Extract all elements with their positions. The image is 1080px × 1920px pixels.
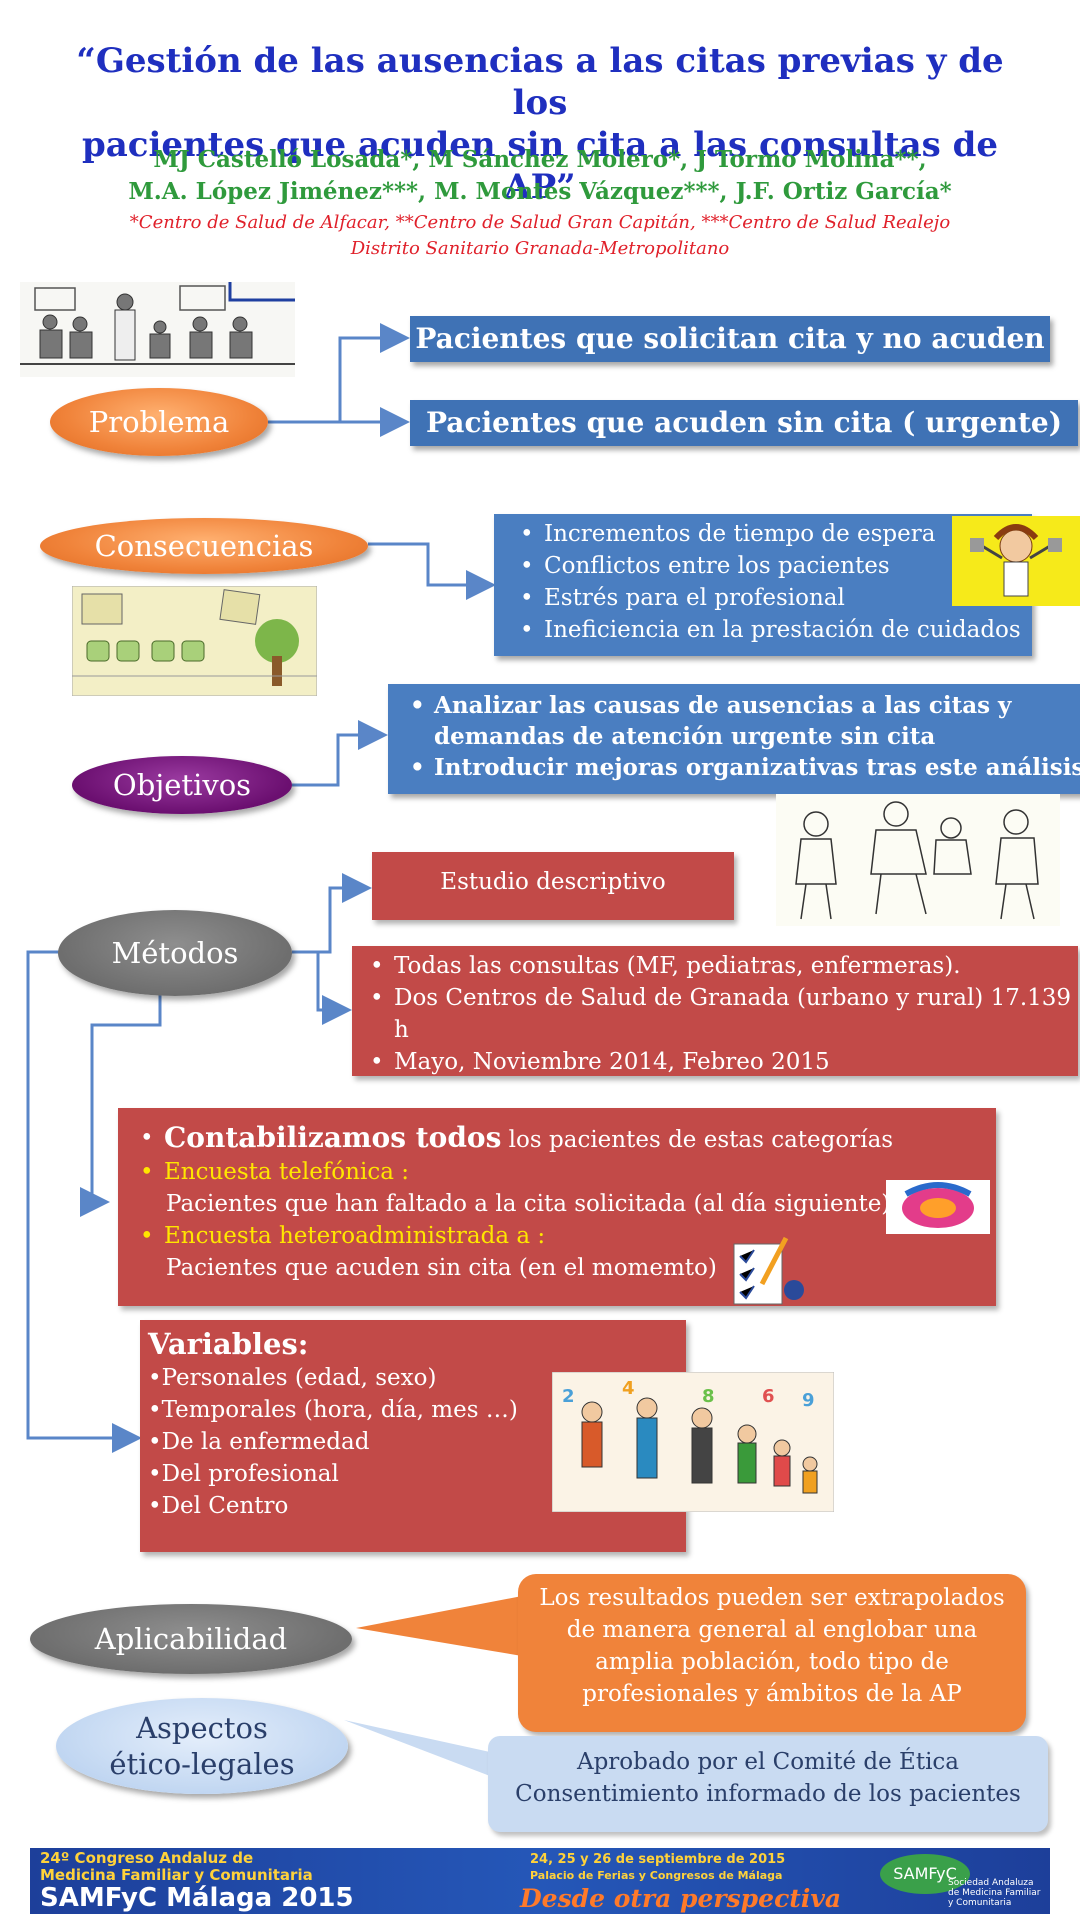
estudio-box: Estudio descriptivo xyxy=(372,852,734,920)
contabilizamos-box: Contabilizamos todos los pacientes de es… xyxy=(118,1108,996,1306)
svg-text:6: 6 xyxy=(762,1386,775,1407)
aplicabilidad-line: Los resultados pueden ser extrapolados xyxy=(539,1585,1005,1611)
aplicabilidad-box: Los resultados pueden ser extrapolados d… xyxy=(518,1574,1026,1732)
svg-text:2: 2 xyxy=(562,1386,575,1407)
aspectos-line: Aprobado por el Comité de Ética xyxy=(576,1749,960,1775)
objetivos-arrow xyxy=(292,720,388,787)
consecuencias-arrow xyxy=(368,542,496,600)
survey-icon xyxy=(733,1236,804,1305)
contabilizamos-bold: Contabilizamos todos xyxy=(164,1121,502,1154)
encuesta-heteroadministrada: Encuesta heteroadministrada a : xyxy=(140,1220,996,1252)
contabilizamos-rest: los pacientes de estas categorías xyxy=(501,1127,894,1153)
encuesta-telefonica-text: Pacientes que han faltado a la cita soli… xyxy=(166,1191,891,1217)
aplicabilidad-oval: Aplicabilidad xyxy=(30,1604,352,1674)
aplicabilidad-label: Aplicabilidad xyxy=(94,1622,288,1656)
variables-item: •Del profesional xyxy=(148,1461,339,1487)
consecuencias-oval: Consecuencias xyxy=(40,518,368,574)
consecuencias-box: Incrementos de tiempo de espera Conflict… xyxy=(494,514,1032,656)
consecuencias-item: Estrés para el profesional xyxy=(520,582,1032,614)
samfyc-logo: SAMFyC xyxy=(880,1854,970,1894)
variables-title: Variables: xyxy=(148,1327,309,1361)
metodos-arrow-4 xyxy=(26,950,142,1453)
affiliations: *Centro de Salud de Alfacar, **Centro de… xyxy=(60,210,1020,262)
estudio-label: Estudio descriptivo xyxy=(440,869,666,895)
consecuencias-label: Consecuencias xyxy=(94,529,314,563)
metodos-item: Todas las consultas (MF, pediatras, enfe… xyxy=(370,950,1078,982)
encuesta-telefonica: Encuesta telefónica : xyxy=(140,1156,996,1188)
problema-label: Problema xyxy=(88,405,230,439)
objetivos-oval: Objetivos xyxy=(72,756,292,814)
aplicabilidad-line: profesionales y ámbitos de la AP xyxy=(582,1681,962,1707)
poster-title: “Gestión de las ausencias a las citas pr… xyxy=(60,40,1020,208)
samfyc-logo-text: Sociedad Andaluza de Medicina Familiar y… xyxy=(948,1878,1041,1908)
consecuencias-item: Conflictos entre los pacientes xyxy=(520,550,1032,582)
banner-slogan: Desde otra perspectiva xyxy=(520,1884,842,1913)
banner-samfyc: SAMFyC Málaga 2015 xyxy=(40,1883,354,1913)
waiting-room-illustration xyxy=(20,282,295,377)
problema-oval: Problema xyxy=(50,388,268,456)
people-illustration: 2 4 8 6 9 xyxy=(552,1372,834,1512)
affil-line-1: *Centro de Salud de Alfacar, **Centro de… xyxy=(129,212,951,233)
patients-sketch xyxy=(776,794,1060,926)
objetivos-item-1: Analizar las causas de ausencias a las c… xyxy=(410,690,1080,752)
variables-item: •Temporales (hora, día, mes …) xyxy=(148,1397,518,1423)
banner-congress: 24º Congreso Andaluz de Medicina Familia… xyxy=(40,1849,313,1884)
objetivos-label: Objetivos xyxy=(112,768,252,802)
authors: MJ Castelló Losada*, M Sánchez Molero*, … xyxy=(60,144,1020,208)
problema-item-1: Pacientes que solicitan cita y no acuden xyxy=(410,316,1050,362)
metodos-item: Dos Centros de Salud de Granada (urbano … xyxy=(370,982,1078,1046)
metodos-label: Métodos xyxy=(111,936,239,970)
aplicabilidad-pointer xyxy=(356,1596,522,1656)
waiting-room-sketch xyxy=(72,586,317,696)
aspectos-oval: Aspectos ético-legales xyxy=(56,1698,348,1794)
objetivos-box: Analizar las causas de ausencias a las c… xyxy=(388,684,1080,794)
title-line-1: “Gestión de las ausencias a las citas pr… xyxy=(76,41,1004,123)
metodos-arrow-3 xyxy=(80,990,162,1217)
metodos-item: Mayo, Noviembre 2014, Febreo 2015 xyxy=(370,1046,1078,1078)
contabilizamos-item: Contabilizamos todos los pacientes de es… xyxy=(140,1121,996,1156)
metodos-box: Todas las consultas (MF, pediatras, enfe… xyxy=(352,946,1078,1078)
aspectos-box: Aprobado por el Comité de Ética Consenti… xyxy=(488,1736,1048,1832)
consecuencias-item: Ineficiencia en la prestación de cuidado… xyxy=(520,614,1032,646)
consecuencias-item: Incrementos de tiempo de espera xyxy=(520,518,1032,550)
aspectos-label-2: ético-legales xyxy=(109,1747,295,1781)
variables-item: •Personales (edad, sexo) xyxy=(148,1365,437,1391)
objetivos-item-2: Introducir mejoras organizativas tras es… xyxy=(410,752,1080,783)
authors-line-2: M.A. López Jiménez***, M. Montes Vázquez… xyxy=(128,178,952,205)
authors-line-1: MJ Castelló Losada*, M Sánchez Molero*, … xyxy=(153,146,927,173)
metodos-oval: Métodos xyxy=(58,910,292,996)
affil-line-2: Distrito Sanitario Granada-Metropolitano xyxy=(350,238,730,259)
aspectos-line: Consentimiento informado de los paciente… xyxy=(515,1781,1021,1807)
aplicabilidad-line: amplia población, todo tipo de xyxy=(595,1649,949,1675)
encuesta-heteroadministrada-text: Pacientes que acuden sin cita (en el mom… xyxy=(166,1255,717,1281)
callout-pointers xyxy=(344,1596,522,1776)
svg-text:9: 9 xyxy=(802,1390,815,1411)
svg-text:8: 8 xyxy=(702,1386,715,1407)
banner-dates: 24, 25 y 26 de septiembre de 2015 Palaci… xyxy=(530,1852,786,1882)
aplicabilidad-line: de manera general al englobar una xyxy=(566,1617,978,1643)
connector-arrows xyxy=(26,323,496,1453)
variables-item: •Del Centro xyxy=(148,1493,289,1519)
aspectos-pointer xyxy=(344,1720,490,1776)
congress-banner: 24º Congreso Andaluz de Medicina Familia… xyxy=(30,1848,1050,1914)
title-line-2: pacientes que acuden sin cita a las cons… xyxy=(81,125,999,207)
variables-item: •De la enfermedad xyxy=(148,1429,370,1455)
svg-text:4: 4 xyxy=(622,1378,635,1399)
problema-item-2: Pacientes que acuden sin cita ( urgente) xyxy=(410,400,1078,446)
metodos-arrow-2 xyxy=(292,950,352,1025)
stressed-person-icon xyxy=(952,516,1080,606)
aspectos-label-1: Aspectos xyxy=(136,1711,268,1745)
telephone-icon xyxy=(886,1180,990,1234)
